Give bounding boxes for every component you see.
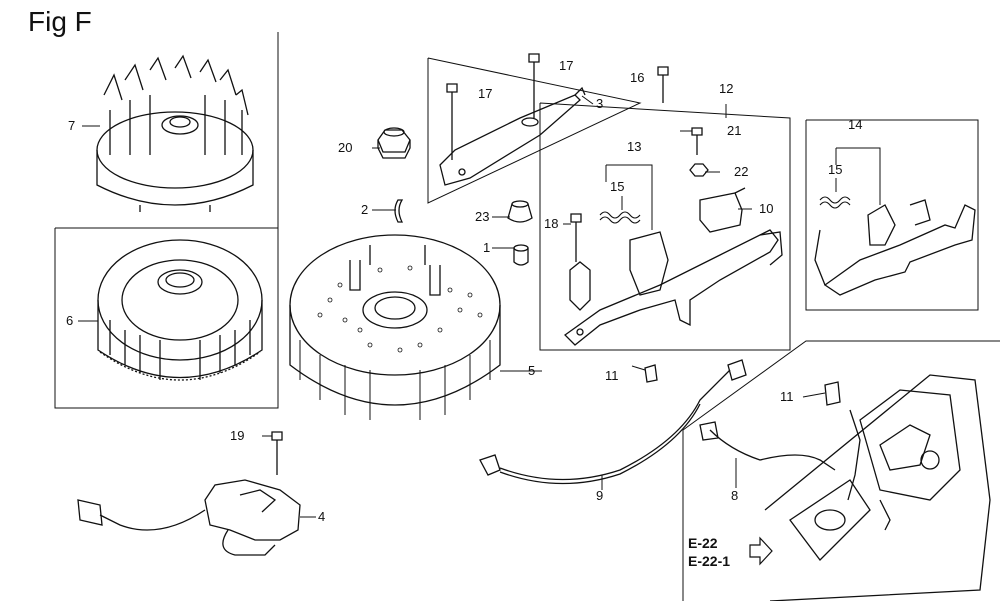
callout-11-left: 11 (605, 368, 619, 383)
callout-15-left: 15 (610, 179, 625, 194)
grommet (507, 200, 533, 223)
leader-lines (78, 95, 881, 518)
callout-16: 16 (630, 70, 645, 85)
flywheel-nut (377, 127, 411, 159)
flywheel-large (289, 234, 501, 420)
callout-1: 1 (483, 240, 491, 255)
callout-13: 13 (627, 139, 642, 154)
wire-clip-left (644, 364, 658, 383)
flywheel-top (96, 54, 254, 212)
callout-11-right: 11 (780, 389, 794, 404)
callout-17-left: 17 (478, 86, 493, 101)
callout-6: 6 (66, 313, 74, 328)
callout-22: 22 (734, 164, 749, 179)
bolts-17 (446, 53, 540, 160)
bolt-18 (570, 213, 582, 262)
lever-assembly-right (814, 199, 976, 296)
wire-clip-right (824, 381, 841, 406)
ignition-coil (77, 479, 301, 556)
callout-18: 18 (544, 216, 559, 231)
callout-9: 9 (596, 488, 604, 503)
nut-22 (689, 163, 709, 177)
figure-title: Fig F (28, 6, 92, 37)
reference-e-22-1[interactable]: E-22-1 (688, 553, 731, 569)
callout-17-right: 17 (559, 58, 574, 73)
bolt-19 (271, 431, 283, 475)
callout-12: 12 (719, 81, 734, 96)
callout-14: 14 (848, 117, 863, 132)
engine-panel (699, 374, 991, 601)
springs-15 (599, 196, 851, 224)
callout-20: 20 (338, 140, 353, 155)
bolt-21 (691, 127, 703, 155)
callout-15-right: 15 (828, 162, 843, 177)
stop-switch (699, 187, 746, 233)
woodruff-key (394, 199, 404, 223)
bolt-16 (657, 66, 669, 103)
callout-5: 5 (528, 363, 536, 378)
callout-7: 7 (68, 118, 76, 133)
flywheel-bracket (439, 86, 586, 186)
reference-e-22[interactable]: E-22 (688, 535, 718, 551)
callout-19: 19 (230, 428, 245, 443)
lever-assembly (563, 229, 783, 346)
callout-10: 10 (759, 201, 774, 216)
callout-23: 23 (475, 209, 490, 224)
ground-wire (479, 359, 747, 485)
cap (513, 244, 529, 266)
callout-2: 2 (361, 202, 369, 217)
flywheel-ring-gear (97, 239, 263, 381)
callout-21: 21 (727, 123, 742, 138)
callout-8: 8 (731, 488, 739, 503)
callout-3: 3 (596, 96, 604, 111)
callout-4: 4 (318, 509, 326, 524)
reference-arrow (749, 536, 773, 566)
